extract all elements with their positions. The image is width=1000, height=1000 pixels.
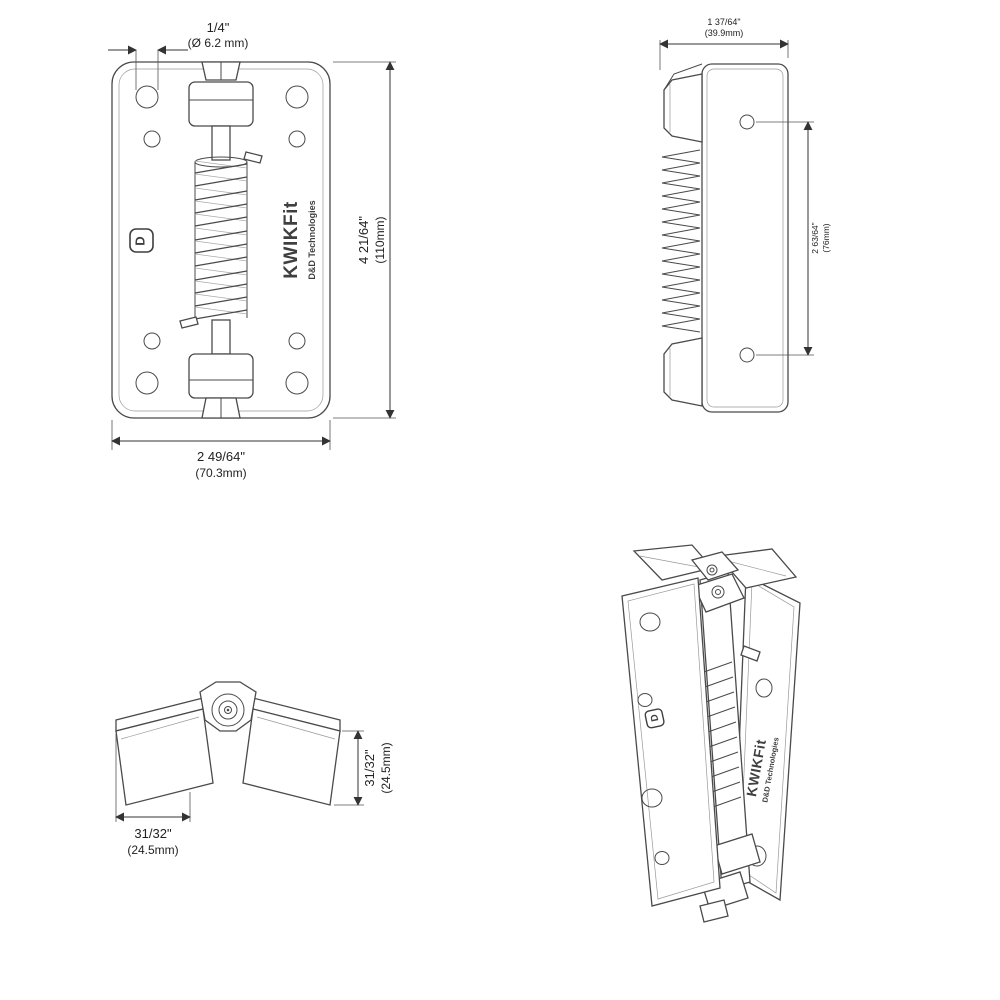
dim-right-leaf-value: 31/32": [362, 749, 377, 787]
iso-top-wings: [632, 544, 798, 589]
dim-hole-metric: (Ø 6.2 mm): [188, 36, 249, 50]
side-view: 1 37/64" (39.9mm) 2 63/64" (76mm): [659, 17, 831, 413]
dimension-depth: 1 37/64" (39.9mm): [659, 17, 789, 70]
hole-side-top: [739, 114, 755, 130]
dd-logo-letter-iso: D: [649, 713, 661, 722]
spring-teeth-side: [661, 149, 701, 333]
front-view: D KWIKFit D&D Technologies 1/4" (Ø 6.2 m…: [108, 20, 396, 480]
brand-company-front: D&D Technologies: [307, 200, 317, 279]
knuckle-side-top: [663, 73, 703, 143]
top-view: 31/32" (24.5mm) 31/32" (24.5mm): [115, 681, 393, 857]
dim-height-value: 4 21/64": [356, 216, 371, 264]
spring-hook-top: [243, 151, 263, 164]
hinge-leaves-top: [115, 681, 341, 806]
hinge-knuckle-top: [188, 61, 254, 161]
dimension-right-leaf: 31/32" (24.5mm): [334, 730, 393, 806]
isometric-view: D KWIKFit D&D Technologies: [621, 544, 801, 923]
dim-hole-value: 1/4": [207, 20, 230, 35]
dim-hole-spacing-value: 2 63/64": [810, 222, 820, 253]
iso-knuckle-top: [693, 573, 745, 613]
hinge-body-front: D KWIKFit D&D Technologies: [111, 61, 331, 419]
dd-logo-letter: D: [132, 236, 147, 245]
left-leaf-face: [115, 708, 214, 806]
brand-name-front: KWIKFit: [281, 201, 302, 279]
dim-left-leaf-value: 31/32": [134, 826, 172, 841]
dim-depth-value: 1 37/64": [707, 17, 740, 27]
dim-depth-metric: (39.9mm): [705, 28, 744, 38]
spring-hook-bottom: [179, 316, 199, 329]
hinge-body-side: [661, 63, 789, 413]
dimension-height: 4 21/64" (110mm): [333, 61, 396, 419]
hole-side-bottom: [739, 347, 755, 363]
dimension-left-leaf: 31/32" (24.5mm): [115, 734, 191, 857]
iso-spring-hook-top: [740, 645, 761, 662]
right-leaf-face: [242, 708, 341, 806]
dimension-hole-spacing: 2 63/64" (76mm): [756, 121, 831, 356]
dim-right-leaf-metric: (24.5mm): [379, 742, 393, 793]
knuckle-side-bottom: [663, 337, 703, 407]
dd-logo-front: D: [129, 228, 154, 253]
iso-left-plate: [621, 577, 721, 907]
dim-width-value: 2 49/64": [197, 449, 245, 464]
dimension-width: 2 49/64" (70.3mm): [111, 420, 331, 480]
hinge-knuckle-bottom: [188, 319, 254, 419]
dim-left-leaf-metric: (24.5mm): [127, 843, 178, 857]
pivot-center: [226, 708, 230, 712]
dim-height-metric: (110mm): [373, 216, 387, 263]
mounting-holes-front: [135, 85, 309, 395]
dim-width-metric: (70.3mm): [195, 466, 246, 480]
dimension-hole-diameter: 1/4" (Ø 6.2 mm): [108, 20, 248, 90]
dim-hole-spacing-metric: (76mm): [821, 223, 831, 252]
iso-knuckle-bottom: [713, 833, 761, 875]
spring-front: [179, 151, 263, 329]
dd-logo-iso: D: [644, 708, 665, 729]
